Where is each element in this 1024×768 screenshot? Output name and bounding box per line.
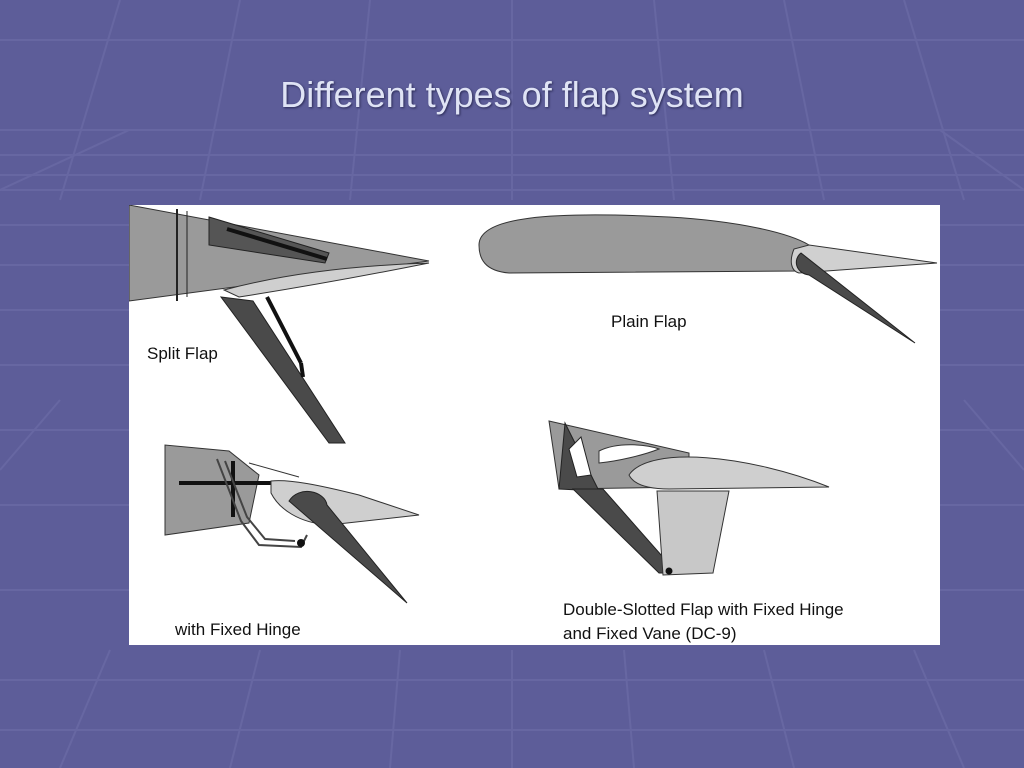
- double-slotted-flap-label-line1: Double-Slotted Flap with Fixed Hinge: [563, 600, 844, 619]
- split-flap-label: Split Flap: [147, 344, 218, 363]
- flap-diagram-panel: Split Flap Plain Flap with Fixed Hinge D…: [129, 205, 940, 645]
- split-flap-diagram: [129, 205, 430, 444]
- double-slotted-flap-diagram: [548, 420, 830, 576]
- flap-diagrams: [129, 205, 938, 604]
- plain-flap-diagram: [478, 214, 938, 344]
- double-slotted-flap-label-line2: and Fixed Vane (DC-9): [563, 624, 737, 643]
- fixed-hinge-flap-diagram: [164, 444, 420, 604]
- fixed-hinge-flap-label: with Fixed Hinge: [175, 620, 301, 639]
- plain-flap-label: Plain Flap: [611, 312, 687, 331]
- slide-title: Different types of flap system: [280, 74, 744, 115]
